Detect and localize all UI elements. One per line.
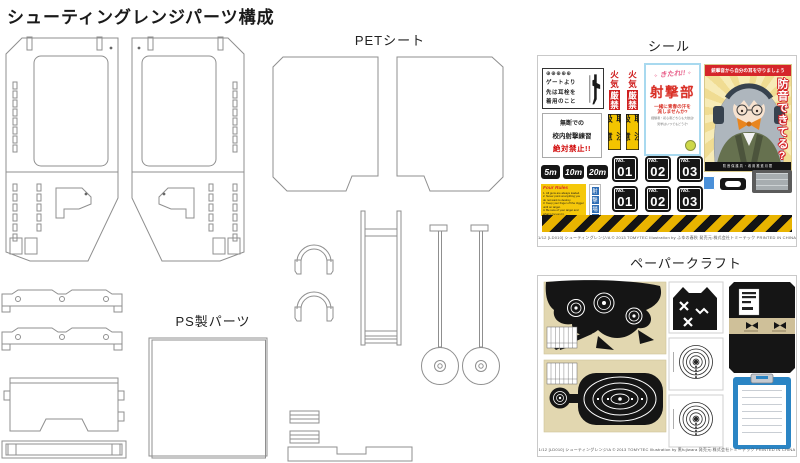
recruit-small2: 見学はいつでもどうぞ! (657, 122, 688, 127)
sticker-number-03: No. 03 (677, 186, 703, 212)
four-rules-rule: 3. Keep your finger off the trigger unti… (543, 201, 584, 209)
tray-part (287, 446, 413, 462)
handle-top: 取扱 (608, 114, 621, 124)
sticker-handle-warning-2: 取扱 注意 (626, 114, 639, 150)
rifle-silhouette-icon (589, 73, 601, 104)
sticker-number-02: No. 02 (645, 186, 671, 212)
notched-panel (3, 377, 125, 432)
sticker-number-02: No. 02 (645, 156, 671, 182)
page-title: シューティングレンジパーツ構成 (7, 8, 275, 27)
four-rules-rule: 4. Be sure of your target and what is be… (543, 208, 579, 216)
no-practice-line3: 絶対禁止!! (553, 144, 591, 153)
range-tag-char: 場 (591, 204, 599, 213)
sticker-mini-blue (703, 176, 715, 190)
sticker-four-rules: Four Rules 1. All guns are always loaded… (541, 184, 586, 216)
handle-top: 取扱 (626, 114, 639, 124)
four-rules-rule: 2. Never point at anything you do not wa… (543, 194, 581, 202)
pet-sheet-left (272, 56, 379, 192)
pet-sheet-right (396, 56, 504, 192)
sticker-range-tag: 射 撃 場 内 (589, 184, 601, 216)
sticker-gate-sign: ⊕⊕⊕⊕⊕ ゲートより 先は耳栓を 着用のこと (542, 68, 604, 109)
recruit-line2: 流しませんか? (657, 109, 688, 115)
ear-poster-banner: 銃撃音から自分の耳を守りましょう (705, 65, 791, 76)
range-bag (729, 282, 795, 373)
bracket-strip-2 (1, 327, 123, 351)
sticker-fire-warning-1: 火気 厳禁 (608, 68, 621, 111)
target-card-bullseye-2 (668, 394, 724, 448)
four-rules-title: Four Rules (543, 186, 569, 191)
range-tag-char: 内 (591, 213, 599, 215)
ear-protector-2 (294, 291, 334, 322)
cut-parts-lineart (1, 36, 504, 462)
small-rails (289, 410, 320, 444)
target-stand-2 (462, 224, 500, 385)
recruit-small1: 経験者・初心者どちらも大歓迎! (651, 116, 694, 121)
fire-top: 火気 (627, 69, 638, 90)
bracket-strip-1 (1, 289, 123, 313)
sticker-ear-poster: 銃撃音から自分の耳を守りましょう 防音できてる? 防音保護具・着用推進月間 (704, 64, 792, 172)
ps-grid-panel (148, 337, 268, 459)
papercraft-caption: 1/12 [LD010] シューティングレンジ/A © 2013 TOMYTEC… (538, 447, 796, 452)
sticker-distance-10m: 10m (563, 165, 584, 179)
mascot-icon (685, 140, 696, 151)
four-rules-rule: 1. All guns are always loaded. (543, 191, 581, 195)
handle-bottom: 注意 (626, 132, 639, 142)
fire-bottom: 厳禁 (627, 91, 638, 111)
sticker-distance-20m: 20m (587, 165, 608, 179)
papercraft-graphics (543, 280, 795, 449)
no-practice-line1: 無断での (559, 121, 584, 127)
target-stand-1 (421, 224, 459, 385)
clipboard (733, 373, 791, 449)
sparkle-icon: ✧ (687, 70, 692, 77)
gate-line1: ゲートより (546, 80, 576, 87)
long-bar (1, 440, 127, 459)
fire-bottom: 厳禁 (609, 91, 620, 111)
wall-panel-left (5, 36, 119, 262)
handle-bottom: 注意 (608, 132, 621, 142)
fire-top: 火気 (609, 69, 620, 90)
ear-poster-vertical-text: 防音できてる? (776, 78, 788, 163)
gate-line3: 着用のこと (546, 98, 577, 105)
hazard-stripe (542, 215, 792, 232)
sticker-sheet-caption: 1/12 [LD010] シューティングレンジ/A © 2013 TOMYTEC… (538, 235, 796, 240)
gate-stamps: ⊕⊕⊕⊕⊕ (546, 71, 572, 78)
sticker-recruit-poster: ✧ きたれ!! ✧ 射撃部 一緒に青春の汗を 流しませんか? 経験者・初心者どち… (644, 63, 701, 156)
target-card-face (668, 281, 724, 334)
sparkle-icon: ✧ (653, 73, 659, 80)
sticker-sheet: ⊕⊕⊕⊕⊕ ゲートより 先は耳栓を 着用のこと 火気 厳禁 火気 厳禁 取扱 注… (537, 55, 797, 247)
range-tag-char: 射 (591, 186, 599, 195)
sticker-mini-pill (720, 178, 746, 190)
target-card-bullseye-1 (668, 337, 724, 391)
label-pet-sheet: PETシート (354, 33, 426, 48)
label-papercraft: ペーパークラフト (630, 256, 742, 271)
sticker-no-practice: 無断での 校内射撃練習 絶対禁止!! (542, 113, 602, 158)
papercraft-sheet: 1/12 [LD010] シューティングレンジ/A © 2013 TOMYTEC… (537, 275, 797, 457)
recruit-club-name: 射撃部 (650, 85, 695, 100)
sticker-monitor (752, 170, 792, 193)
target-sheet-silhouette-girl (543, 280, 667, 355)
sticker-distance-5m: 5m (541, 165, 560, 179)
ear-poster-footer: 防音保護具・着用推進月間 (705, 162, 791, 171)
label-stickers: シール (647, 39, 690, 54)
ear-protector-1 (294, 244, 334, 275)
target-sheet-silhouette-body (543, 359, 667, 433)
sticker-number-03: No. 03 (677, 156, 703, 182)
frame-rails (360, 210, 402, 346)
wall-panel-right (131, 36, 245, 262)
anime-girl-illustration (713, 83, 785, 163)
sticker-handle-warning-1: 取扱 注意 (608, 114, 621, 150)
gate-line2: 先は耳栓を (546, 89, 577, 96)
sticker-fire-warning-2: 火気 厳禁 (626, 68, 639, 111)
sticker-number-01: No. 01 (612, 186, 638, 212)
sticker-number-01: No. 01 (612, 156, 638, 182)
label-ps-parts: PS製パーツ (175, 314, 251, 329)
no-practice-line2: 校内射撃練習 (552, 133, 592, 140)
recruit-line1: 一緒に青春の汗を (654, 103, 691, 109)
range-tag-char: 撃 (591, 195, 599, 204)
recruit-headline: きたれ!! (659, 69, 686, 80)
